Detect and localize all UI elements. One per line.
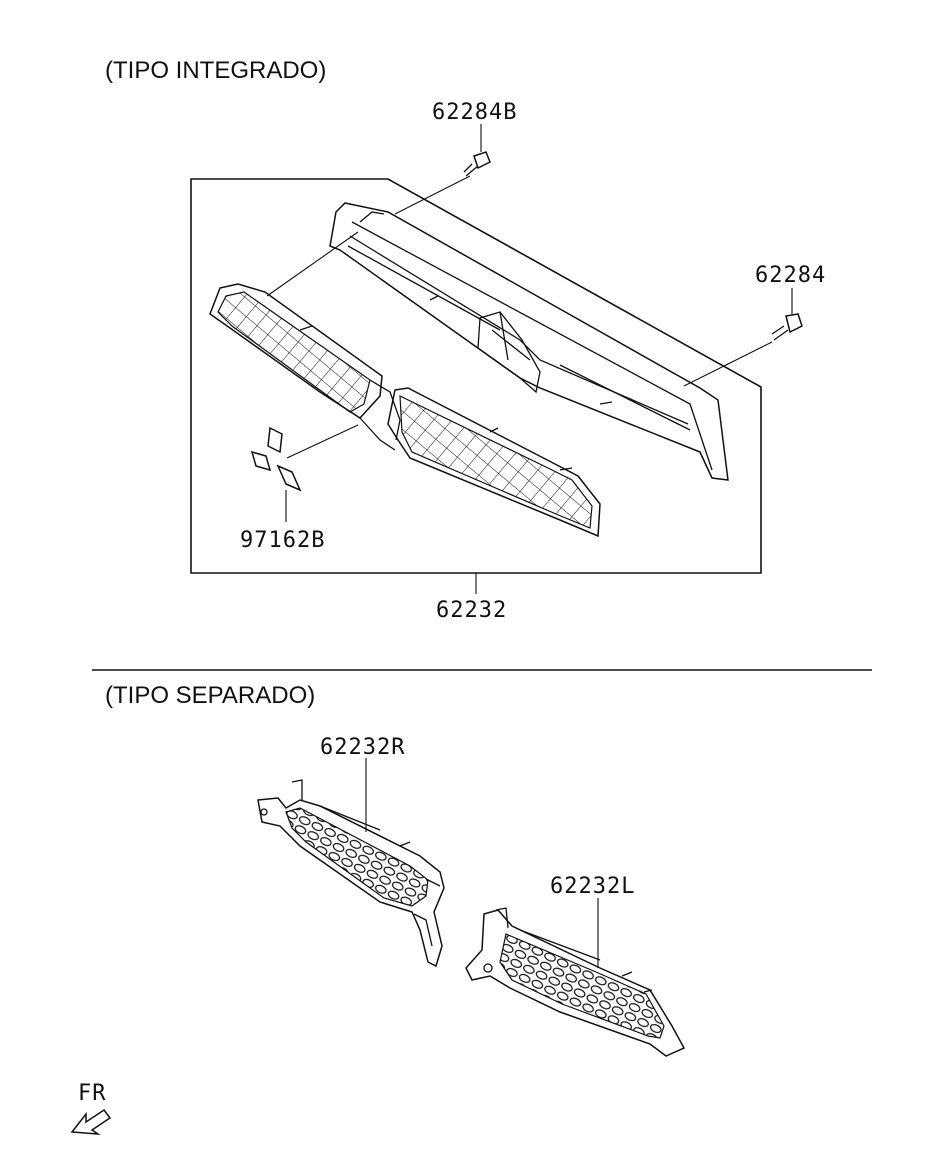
front-direction-arrow-icon: [70, 1108, 112, 1135]
grille-frame: [329, 202, 729, 481]
callout-62232: 62232: [436, 598, 507, 623]
integrated-type-title: (TIPO INTEGRADO): [105, 57, 326, 84]
callout-62284: 62284: [755, 263, 826, 288]
leader-62284b-frame: [394, 175, 471, 215]
mesh-grille: [209, 283, 601, 538]
callout-97162b: 97162B: [240, 528, 325, 553]
callout-62232l: 62232L: [550, 874, 635, 899]
leader-62284-frame: [683, 341, 773, 387]
screw-62284b: [463, 151, 491, 177]
direction-label: FR: [78, 1081, 107, 1106]
leader-emblem-mount: [286, 424, 359, 459]
callout-62284b: 62284B: [432, 100, 517, 125]
grille-right-part: [257, 779, 445, 968]
separate-type-title: (TIPO SEPARADO): [105, 682, 315, 709]
assembly-frame: [190, 178, 762, 574]
grille-left-part: [465, 907, 686, 1057]
screw-62284: [771, 313, 803, 341]
emblem-part: [250, 426, 302, 492]
callout-62232r: 62232R: [320, 735, 405, 760]
leader-mesh-to-frame: [266, 231, 359, 297]
